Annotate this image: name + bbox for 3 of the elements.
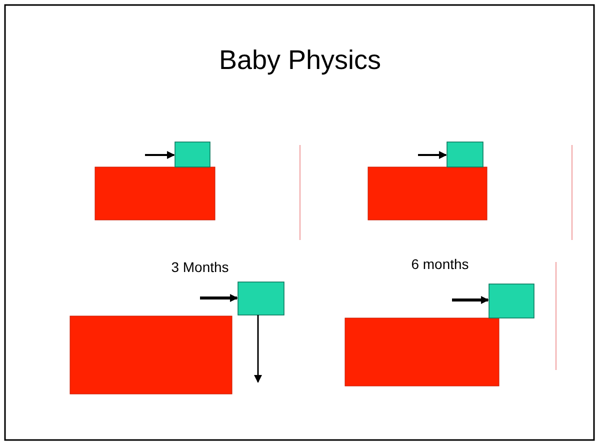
age-label: 3 Months bbox=[171, 259, 229, 275]
age-label: 6 months bbox=[411, 256, 469, 272]
slide-title: Baby Physics bbox=[218, 45, 382, 76]
